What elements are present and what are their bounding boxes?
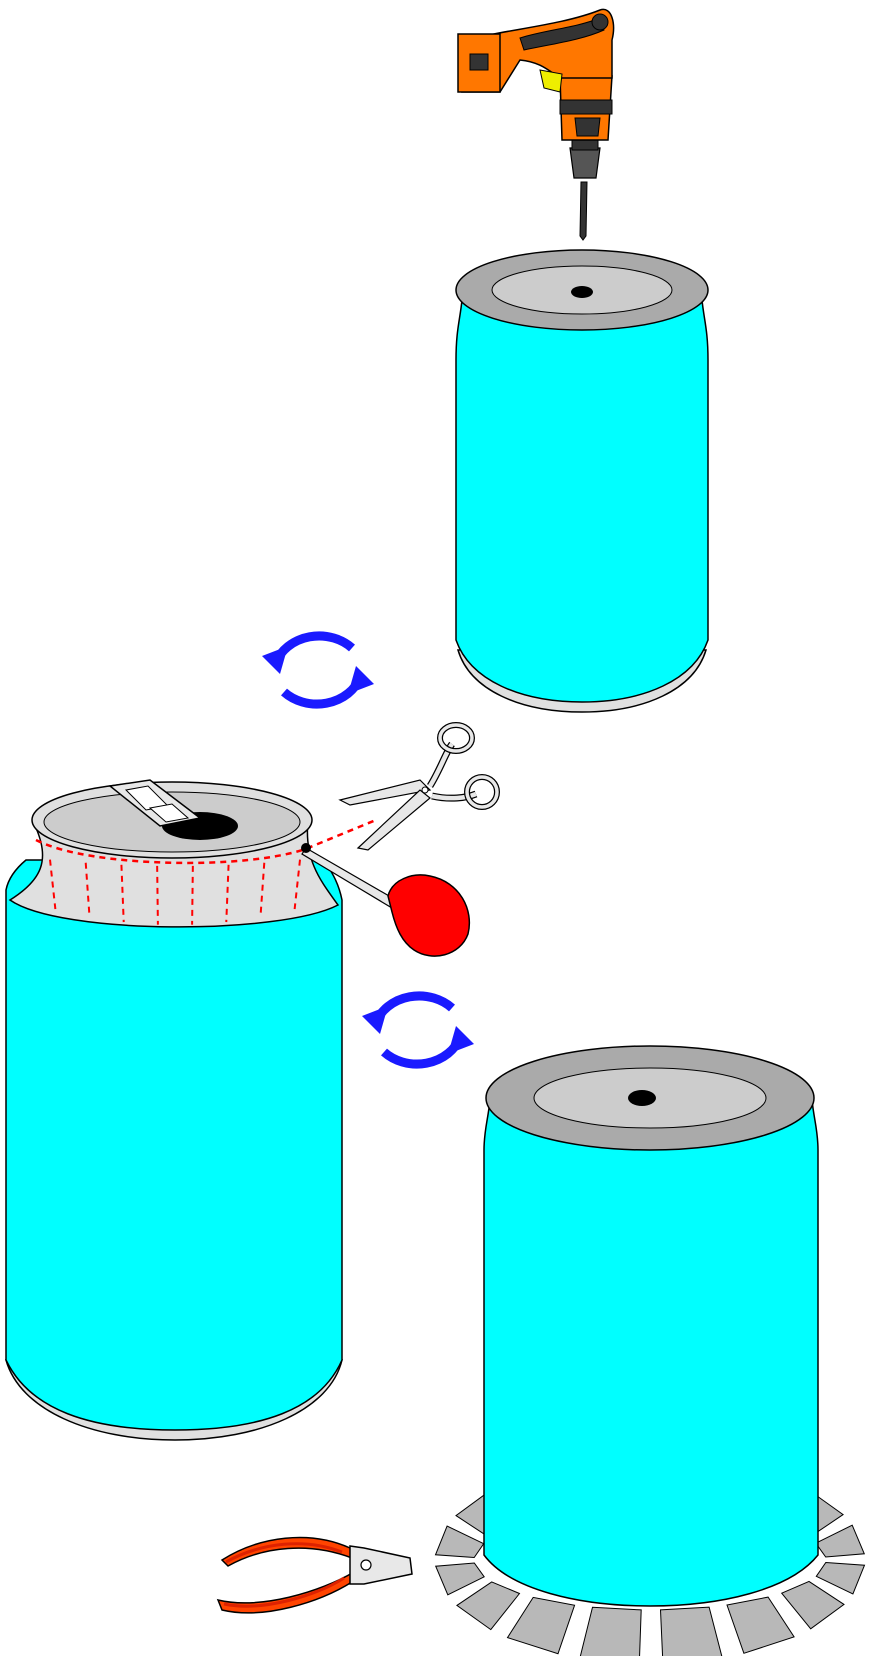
drill-bit [579, 181, 588, 241]
drill-trigger [539, 69, 563, 93]
drilled-hole [628, 1090, 656, 1106]
slit-line [293, 859, 301, 910]
awl-handle [387, 874, 470, 957]
slit-line [156, 865, 159, 925]
slit-line [259, 862, 266, 917]
flap [434, 1562, 485, 1596]
flap [579, 1606, 642, 1656]
plier-jaw [349, 1545, 413, 1585]
scissors-icon [338, 722, 500, 851]
rotate-arrows-icon [362, 991, 474, 1069]
flap [506, 1596, 576, 1655]
scissors-blade-top [338, 779, 432, 806]
awl-icon [301, 843, 470, 957]
flap [815, 1561, 866, 1595]
slit-line [225, 864, 230, 923]
flap [456, 1581, 521, 1631]
scissors-blade-bottom [356, 789, 431, 851]
can-cut-shoulder [5, 779, 377, 1441]
flap [434, 1525, 485, 1559]
can-body [455, 299, 709, 703]
cut-line-around [35, 818, 377, 865]
slit-line [120, 864, 125, 923]
flap [726, 1596, 795, 1654]
flap [659, 1606, 723, 1656]
drilled-hole [571, 286, 593, 298]
flap [815, 1524, 866, 1558]
pull-tab-icon [108, 779, 202, 827]
shoulder-slits [49, 859, 301, 925]
slit-line [84, 862, 91, 917]
drill-chuck-ring [571, 139, 599, 151]
slit-line [49, 859, 57, 910]
slit-line [191, 865, 194, 925]
can-top-drilled [455, 249, 709, 713]
drill-icon [457, 8, 615, 241]
plier-handle-top [220, 1536, 354, 1567]
can-body [483, 1099, 819, 1607]
drill-chuck [569, 147, 601, 179]
can-bottom-flaps [434, 1045, 866, 1656]
flap [780, 1580, 845, 1630]
can-body [5, 859, 343, 1431]
pliers-icon [216, 1536, 413, 1614]
rotate-arrows-icon [262, 631, 374, 709]
